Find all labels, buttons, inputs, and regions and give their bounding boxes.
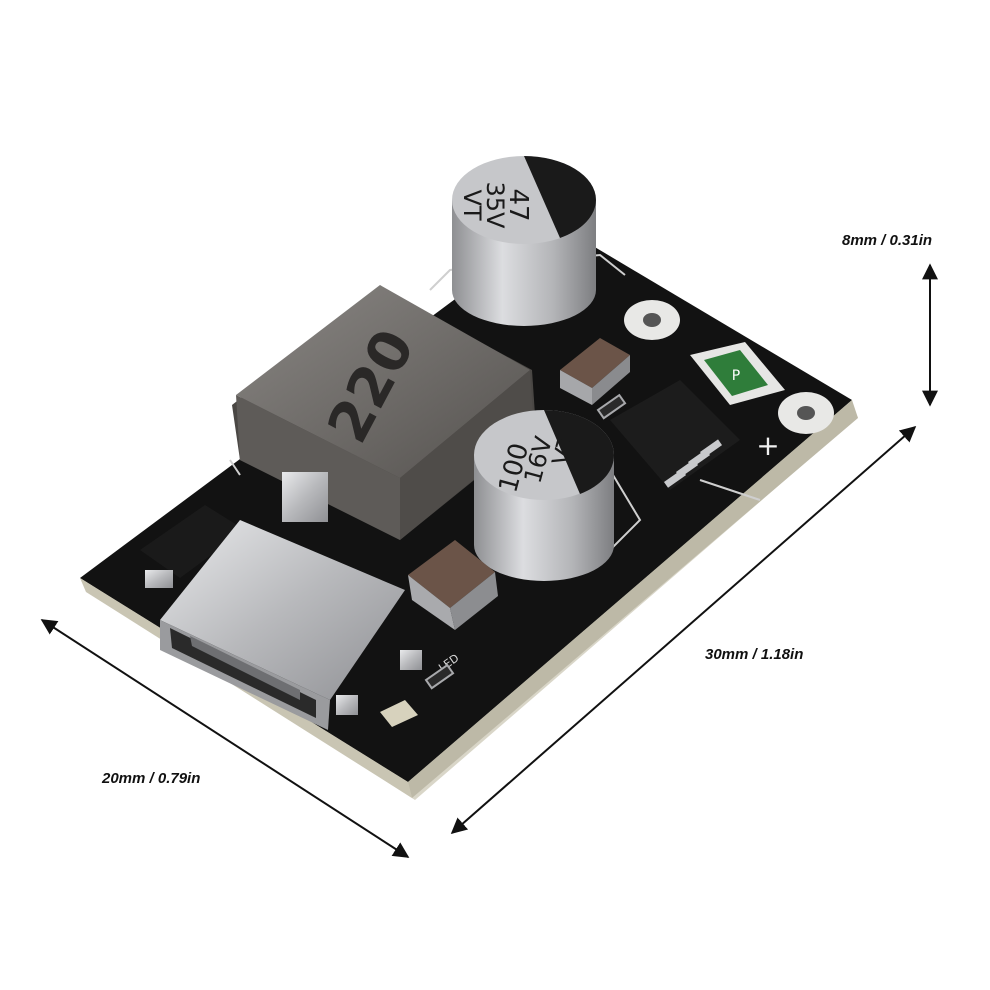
height-dimension-label: 8mm / 0.31in (842, 232, 933, 249)
mounting-hole-top (624, 300, 680, 340)
cap-large-voltage: 35V (481, 182, 509, 230)
capacitor-small: 100 16V VT (474, 410, 615, 581)
diode (140, 505, 245, 588)
width-arrow (40, 619, 410, 858)
mounting-hole-right (778, 392, 834, 434)
length-dimension-label: 30mm / 1.18in (705, 646, 804, 663)
fuse-marking: P (732, 368, 740, 384)
cap-large-value: 47 (503, 188, 533, 221)
cap-large-series: VT (458, 189, 486, 220)
fuse: P (690, 342, 785, 405)
length-arrow (450, 425, 917, 835)
plus-marking: + (756, 429, 779, 462)
ceramic-capacitor-top (560, 338, 630, 405)
capacitor-large: 47 35V VT (452, 156, 596, 326)
width-dimension-label: 20mm / 0.79in (102, 770, 201, 787)
resistors (424, 393, 627, 690)
